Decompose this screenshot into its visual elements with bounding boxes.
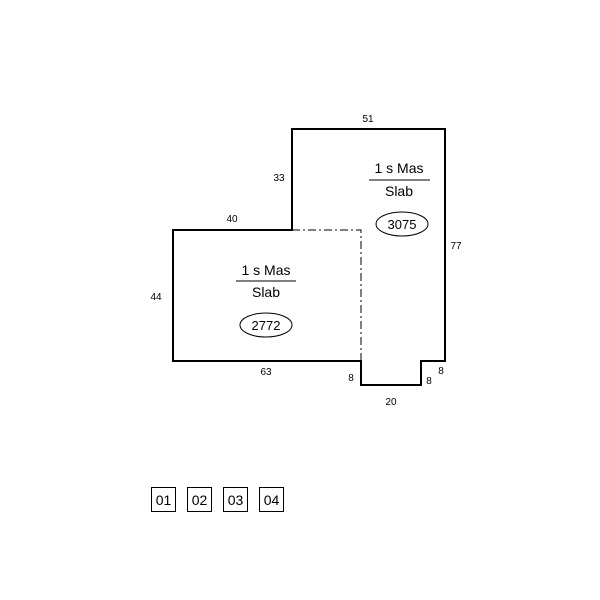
dim-upper-left-step: 33 (273, 173, 285, 184)
area-upper-value: 3075 (388, 217, 417, 232)
page-button-02[interactable]: 02 (187, 487, 212, 512)
dim-notch-right: 8 (426, 376, 432, 387)
page-button-03[interactable]: 03 (223, 487, 248, 512)
page-button-01[interactable]: 01 (151, 487, 176, 512)
dim-right-side: 77 (450, 241, 462, 252)
dim-notch-right-side: 8 (438, 366, 444, 377)
dim-bottom-left: 63 (260, 367, 272, 378)
dim-top-right: 51 (362, 114, 374, 125)
area-lower-value-ellipse (239, 312, 293, 338)
area-lower-value: 2772 (252, 318, 281, 333)
dim-left-side: 44 (150, 292, 162, 303)
area-upper-type-label: 1 s Mas (374, 160, 423, 176)
area-lower-type-label: 1 s Mas (241, 262, 290, 278)
dim-left-top: 40 (226, 214, 238, 225)
dim-notch-left: 8 (348, 373, 354, 384)
area-lower-base-label: Slab (252, 284, 280, 300)
section-divider (292, 229, 362, 361)
dim-notch-bottom: 20 (385, 397, 397, 408)
page-button-04[interactable]: 04 (259, 487, 284, 512)
area-upper-base-label: Slab (385, 183, 413, 199)
area-upper-value-ellipse (375, 211, 429, 237)
building-outline (172, 128, 446, 386)
